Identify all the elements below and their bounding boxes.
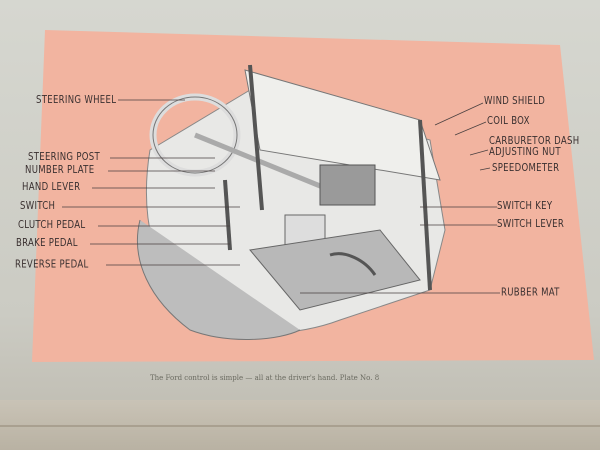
label-switch-lever: SWITCH LEVER: [497, 218, 565, 231]
label-clutch-pedal: CLUTCH PEDAL: [18, 219, 86, 232]
label-number-plate: NUMBER PLATE: [25, 164, 95, 177]
car-interior-illustration: [136, 64, 446, 340]
label-adjusting-nut: ADJUSTING NUT: [489, 146, 561, 159]
label-carburetor-dash: CARBURETOR DASH: [489, 135, 580, 148]
label-brake-pedal: BRAKE PEDAL: [16, 237, 78, 250]
label-switch: SWITCH: [20, 200, 56, 213]
label-hand-lever: HAND LEVER: [22, 181, 81, 194]
label-steering-wheel: STEERING WHEEL: [36, 94, 117, 107]
next-page-edge: [0, 400, 600, 450]
label-steering-post: STEERING POST: [28, 151, 101, 164]
coil-box: [319, 164, 376, 206]
label-switch-key: SWITCH KEY: [497, 200, 553, 213]
figure-caption: The Ford control is simple — all at the …: [150, 374, 380, 382]
label-coil-box: COIL BOX: [487, 115, 530, 128]
label-speedometer: SPEEDOMETER: [492, 162, 560, 175]
label-reverse-pedal: REVERSE PEDAL: [15, 258, 89, 271]
label-wind-shield: WIND SHIELD: [484, 95, 546, 108]
leader-lines: [62, 99, 500, 294]
label-rubber-mat: RUBBER MAT: [501, 286, 560, 299]
